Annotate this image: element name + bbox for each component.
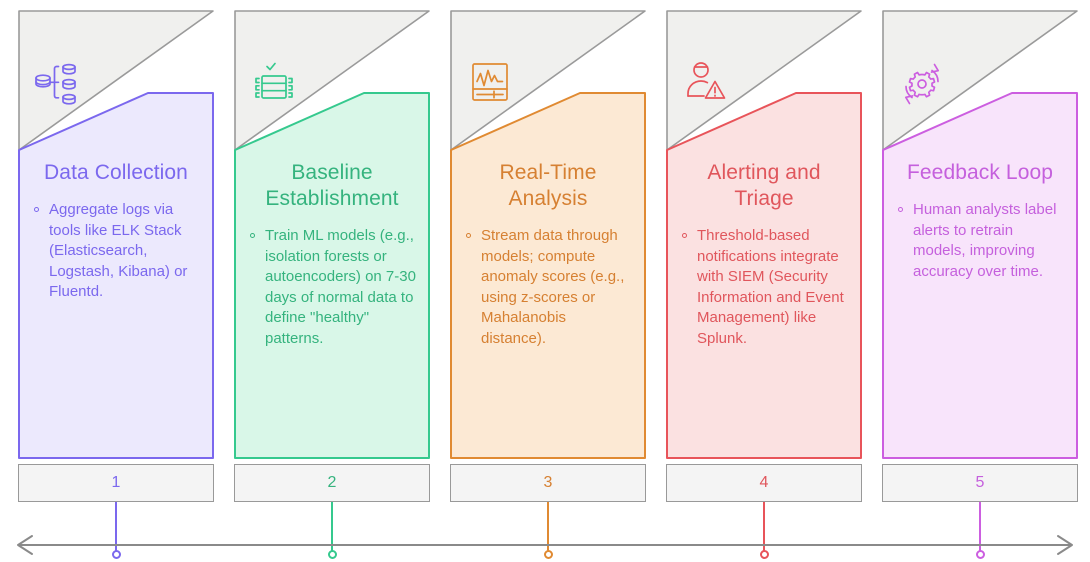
database-hierarchy-icon	[35, 63, 76, 105]
waveform-monitor-icon	[464, 56, 516, 108]
stage-panel	[882, 92, 1078, 459]
stage-bullet: Stream data through models; compute anom…	[462, 226, 634, 349]
stage-number-box[interactable]: 5	[882, 464, 1078, 502]
axis-arrow-left	[17, 535, 33, 555]
stage-title: Feedback Loop	[906, 161, 1054, 184]
database-hierarchy-icon	[32, 56, 84, 108]
stage-bullet-list: Human analysts label alerts to retrain m…	[894, 200, 1066, 282]
gear-refresh-icon	[904, 63, 940, 105]
stage-panel	[666, 92, 862, 459]
stage-shape	[18, 10, 214, 459]
stage-panel	[234, 92, 430, 459]
stage-bullet: Train ML models (e.g., isolation forests…	[246, 226, 418, 349]
timeline-node[interactable]	[111, 550, 121, 559]
user-alert-icon	[687, 62, 726, 99]
timeline-axis	[17, 535, 1073, 555]
waveform-monitor-icon	[472, 63, 508, 101]
stage-triangle	[450, 10, 646, 151]
stage-bullet-list: Stream data through models; compute anom…	[462, 226, 634, 349]
table-check-icon	[248, 56, 300, 108]
stage-shape	[234, 10, 430, 459]
user-alert-icon	[680, 56, 732, 108]
stage-shape	[666, 10, 862, 459]
stage-panel	[18, 92, 214, 459]
gear-refresh-icon	[896, 56, 948, 108]
stage-number: 1	[111, 474, 121, 491]
stage-panel	[450, 92, 646, 459]
stage-number: 5	[975, 474, 985, 491]
stage-bullet-list: Aggregate logs via tools like ELK Stack …	[30, 200, 202, 303]
stage-triangle	[882, 10, 1078, 151]
table-check-icon	[255, 62, 293, 99]
stage-connector	[978, 502, 982, 555]
stage-title: Alerting and Triage	[707, 161, 821, 210]
stage-shape	[882, 10, 1078, 459]
stage-bullet: Threshold-based notifications integrate …	[678, 226, 850, 349]
stage-triangle	[234, 10, 430, 151]
stage-number: 3	[543, 474, 553, 491]
stage-title: Data Collection	[44, 161, 188, 184]
stage-connector	[114, 502, 118, 555]
stage-bullet: Human analysts label alerts to retrain m…	[894, 200, 1066, 282]
stage-shape	[450, 10, 646, 459]
stage-number-box[interactable]: 4	[666, 464, 862, 502]
timeline-node[interactable]	[759, 550, 769, 559]
stage-title: Real-Time Analysis	[499, 161, 597, 210]
stage-connector	[546, 502, 550, 555]
stage-number-box[interactable]: 3	[450, 464, 646, 502]
stage-connector	[330, 502, 334, 555]
stage-title: Baseline Establishment	[265, 161, 399, 210]
stage-number-box[interactable]: 1	[18, 464, 214, 502]
stage-bullet-list: Train ML models (e.g., isolation forests…	[246, 226, 418, 349]
stage-triangle	[666, 10, 862, 151]
timeline-node[interactable]	[543, 550, 553, 559]
stage-triangle	[18, 10, 214, 151]
stage-number: 4	[759, 474, 769, 491]
axis-arrow-right	[1057, 535, 1073, 555]
stage-connector	[762, 502, 766, 555]
stage-number: 2	[327, 474, 337, 491]
stage-bullet-list: Threshold-based notifications integrate …	[678, 226, 850, 349]
timeline-node[interactable]	[975, 550, 985, 559]
stage-bullet: Aggregate logs via tools like ELK Stack …	[30, 200, 202, 303]
timeline-node[interactable]	[327, 550, 337, 559]
stage-number-box[interactable]: 2	[234, 464, 430, 502]
